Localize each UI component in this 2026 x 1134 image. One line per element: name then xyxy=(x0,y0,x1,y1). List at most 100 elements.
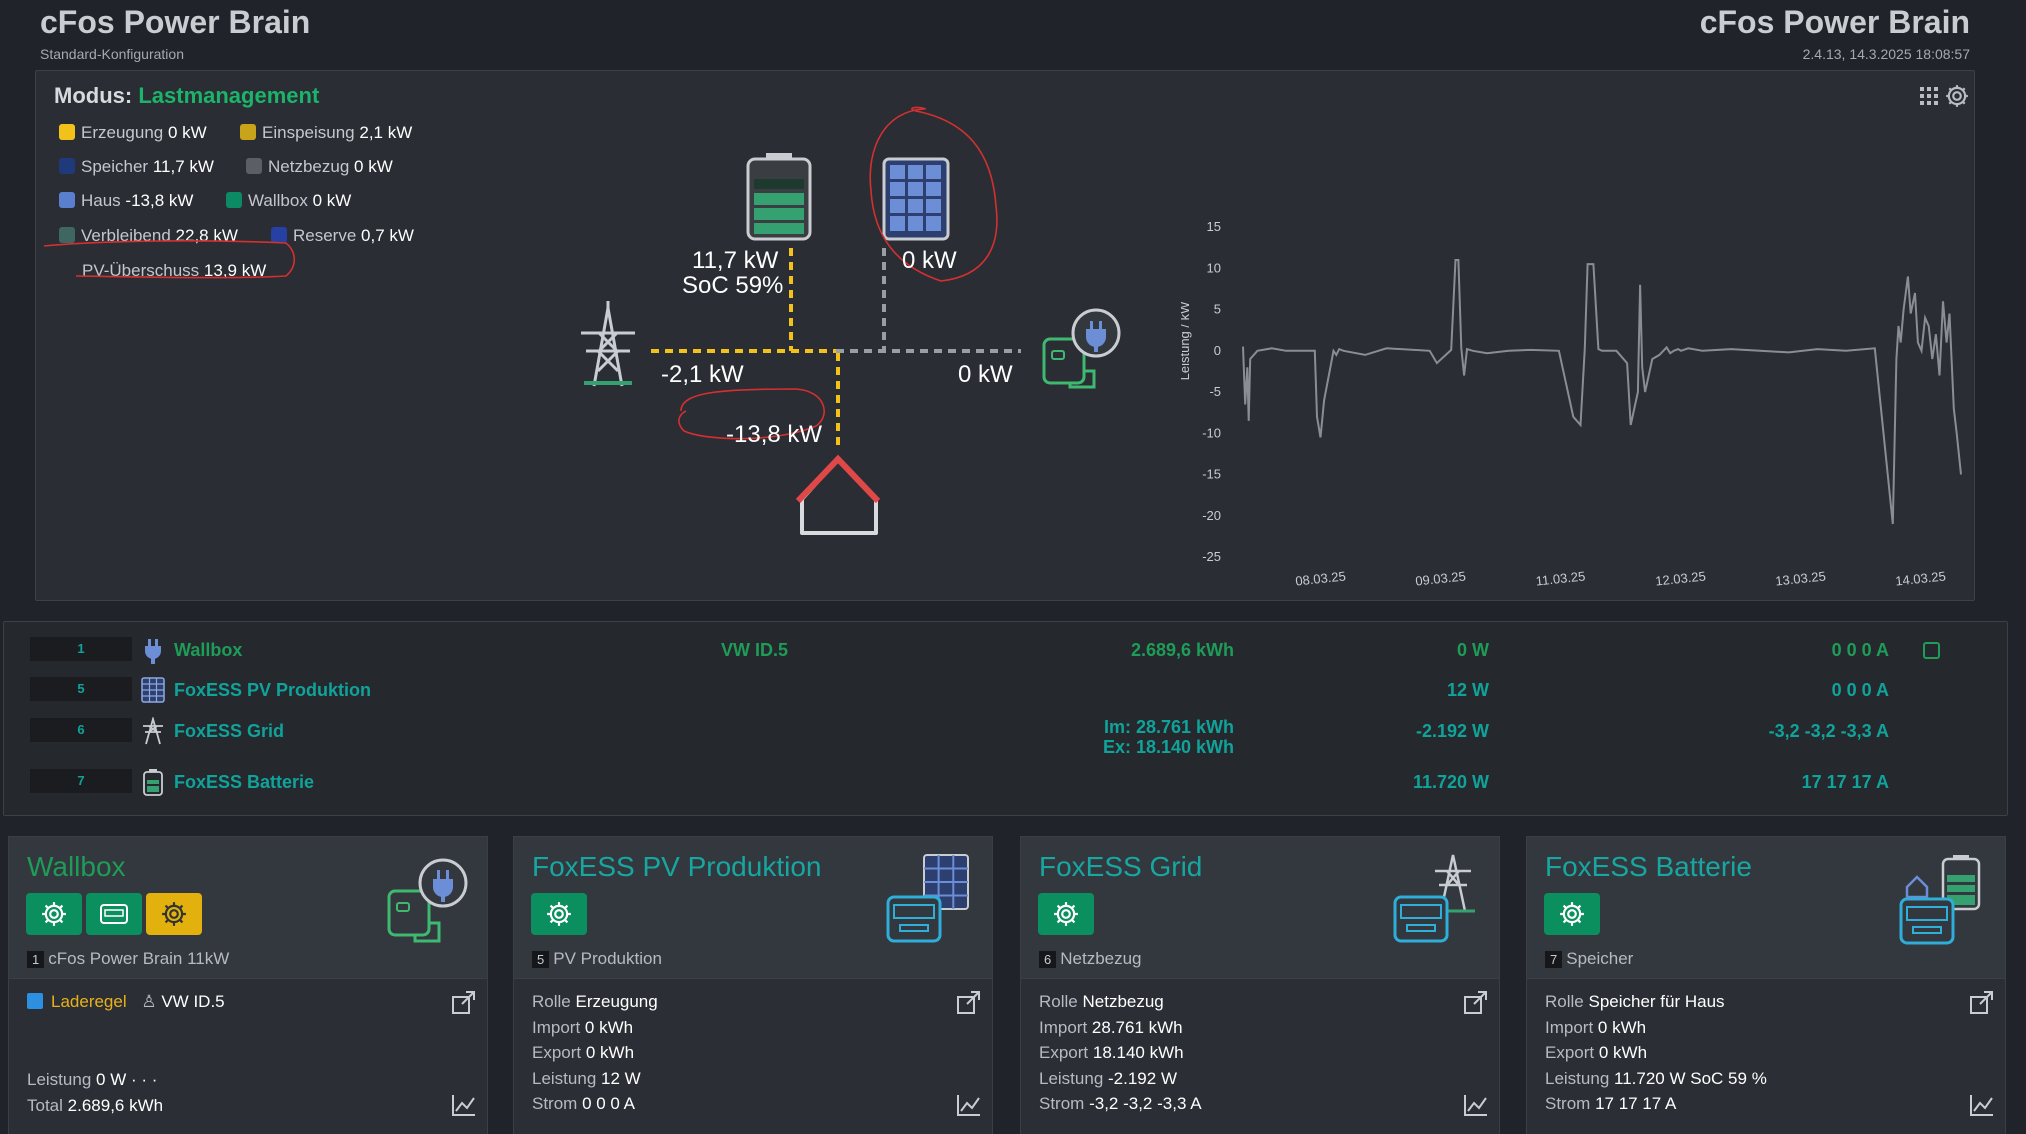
legend-reserve: Reserve 0,7 kW xyxy=(271,226,414,246)
battery-values: Rolle Speicher für Haus Import 0 kWh Exp… xyxy=(1545,992,1767,1113)
house-power: -13,8 kW xyxy=(726,421,823,448)
legend-wallbox: Wallbox 0 kW xyxy=(226,191,351,211)
wallbox-icon xyxy=(1042,308,1121,389)
config-name: Standard-Konfiguration xyxy=(40,46,184,62)
vehicle-name: VW ID.5 xyxy=(721,640,789,660)
chart-icon[interactable] xyxy=(956,1093,982,1117)
chart-y-tick: -20 xyxy=(1202,508,1221,523)
power-value: 0 W xyxy=(1456,640,1489,660)
chart-y-label: Leistung / kW xyxy=(1181,301,1192,380)
chart-x-tick: 12.03.25 xyxy=(1655,568,1707,588)
grid-view-icon[interactable] xyxy=(1918,85,1940,107)
wallbox-icon xyxy=(387,858,468,943)
battery-power: 11,7 kW xyxy=(692,247,779,274)
solar-panel-icon xyxy=(141,677,165,703)
grid-power: -2,1 kW xyxy=(661,361,744,388)
legend-erzeugung: Erzeugung 0 kW xyxy=(59,123,207,143)
open-external-icon[interactable] xyxy=(451,989,477,1015)
card-title[interactable]: FoxESS PV Produktion xyxy=(532,851,822,882)
row-index: 1 xyxy=(30,637,132,661)
device-name[interactable]: FoxESS Batterie xyxy=(174,772,315,792)
open-external-icon[interactable] xyxy=(956,989,982,1015)
mode-value[interactable]: Lastmanagement xyxy=(138,83,320,108)
current-value: -3,2 -3,2 -3,3 A xyxy=(1768,721,1889,741)
legend-einspeisung: Einspeisung 2,1 kW xyxy=(240,123,412,143)
wallbox-status: Laderegel ♙ VW ID.5 xyxy=(27,989,225,1015)
user-icon: ♙ xyxy=(141,992,157,1011)
device-name[interactable]: FoxESS PV Produktion xyxy=(174,680,372,700)
overview-panel: Modus: Lastmanagement Erzeugung 0 kW Ein… xyxy=(35,70,1975,601)
chart-x-tick: 09.03.25 xyxy=(1415,568,1467,588)
device-name[interactable]: FoxESS Grid xyxy=(174,721,285,741)
chart-x-tick: 14.03.25 xyxy=(1895,568,1947,588)
row-index: 5 xyxy=(30,677,132,701)
wallbox-settings-button[interactable] xyxy=(146,893,202,935)
chart-icon[interactable] xyxy=(451,1093,477,1117)
power-value: -2.192 W xyxy=(1415,721,1489,741)
battery-icon xyxy=(746,153,812,241)
app-title-right: cFos Power Brain xyxy=(1699,4,1970,40)
gear-icon[interactable] xyxy=(1944,83,1970,109)
device-table: 1 Wallbox VW ID.5 2.689,6 kWh 0 W 0 0 0 … xyxy=(3,621,2008,816)
open-external-icon[interactable] xyxy=(1969,989,1995,1015)
table-row[interactable]: 6 FoxESS Grid Im: 28.761 kWh Ex: 18.140 … xyxy=(26,715,1994,765)
row-index: 7 xyxy=(30,769,132,793)
chart-series-line xyxy=(1242,259,1962,525)
chart-x-tick: 13.03.25 xyxy=(1775,568,1827,588)
charge-rule-label[interactable]: Laderegel xyxy=(51,992,127,1011)
card-title[interactable]: Wallbox xyxy=(27,851,126,882)
mode-display: Modus: Lastmanagement xyxy=(54,83,319,109)
power-value: 12 W xyxy=(1446,680,1489,700)
table-row[interactable]: 7 FoxESS Batterie 11.720 W 17 17 17 A xyxy=(26,766,1994,800)
gear-icon xyxy=(162,902,186,926)
chart-icon[interactable] xyxy=(1463,1093,1489,1117)
chart-icon[interactable] xyxy=(1969,1093,1995,1117)
row-checkbox[interactable] xyxy=(1923,642,1940,659)
table-row[interactable]: 1 Wallbox VW ID.5 2.689,6 kWh 0 W 0 0 0 … xyxy=(26,634,1994,668)
wallbox-values: Leistung 0 W · · · Total 2.689,6 kWh xyxy=(27,1070,164,1115)
gear-icon xyxy=(42,902,66,926)
settings-button[interactable] xyxy=(1544,893,1600,935)
energy-import: Im: 28.761 kWh xyxy=(1103,717,1234,737)
current-value: 0 0 0 A xyxy=(1831,680,1889,700)
current-value: 17 17 17 A xyxy=(1801,772,1889,792)
chart-x-tick: 11.03.25 xyxy=(1535,568,1586,588)
current-value: 0 0 0 A xyxy=(1831,640,1889,660)
grid-meter-icon xyxy=(1393,854,1475,943)
chart-x-tick: 08.03.25 xyxy=(1295,568,1347,588)
chart-y-tick: 10 xyxy=(1207,260,1221,275)
pause-icon xyxy=(27,993,43,1009)
vehicle-name: VW ID.5 xyxy=(161,992,225,1011)
table-row[interactable]: 5 FoxESS PV Produktion 12 W 0 0 0 A xyxy=(26,674,1994,708)
card-title[interactable]: FoxESS Grid xyxy=(1039,851,1203,882)
pv-power: 0 kW xyxy=(902,247,957,274)
annotation-underline-pv xyxy=(43,240,296,279)
power-value: 11.720 W xyxy=(1412,772,1489,792)
settings-button[interactable] xyxy=(531,893,587,935)
mode-label: Modus: xyxy=(54,83,133,108)
annotation-circle-house xyxy=(678,388,825,440)
wallbox-power: 0 kW xyxy=(958,361,1013,388)
annotation-circle-pv xyxy=(869,106,998,282)
solar-meter-icon xyxy=(886,854,969,943)
chart-y-tick: -10 xyxy=(1202,425,1221,440)
pylon-icon xyxy=(143,717,163,745)
settings-button[interactable] xyxy=(1038,893,1094,935)
energy-total: 2.689,6 kWh xyxy=(1130,640,1234,660)
pylon-icon xyxy=(581,301,635,387)
card-title[interactable]: FoxESS Batterie xyxy=(1545,851,1752,882)
row-index: 6 xyxy=(30,718,132,742)
open-external-icon[interactable] xyxy=(1463,989,1489,1015)
device-name[interactable]: Wallbox xyxy=(174,640,243,660)
legend-netzbezug: Netzbezug 0 kW xyxy=(246,157,393,177)
meter-button[interactable] xyxy=(86,893,142,935)
battery-icon xyxy=(143,769,163,796)
settings-button[interactable] xyxy=(26,893,82,935)
plug-icon xyxy=(145,639,161,664)
